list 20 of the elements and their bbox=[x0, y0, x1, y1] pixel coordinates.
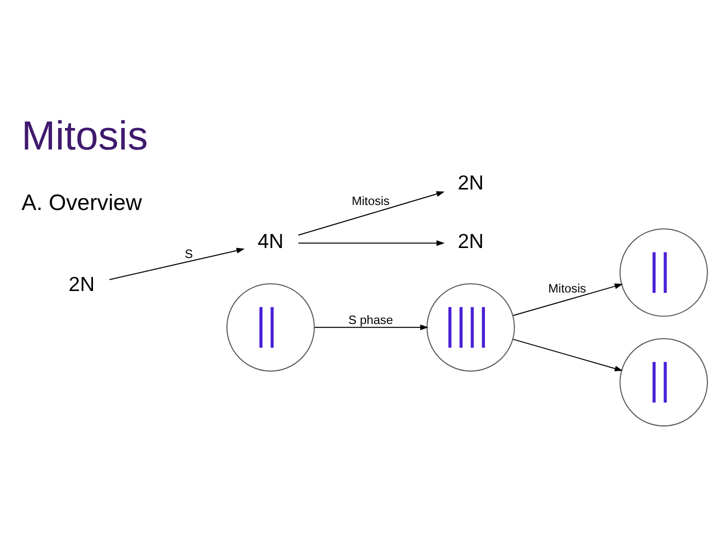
arrow bbox=[513, 338, 623, 371]
node-text: 2N bbox=[458, 230, 484, 253]
edge-label: S bbox=[184, 246, 193, 260]
node-circle bbox=[426, 282, 515, 372]
diagram-title: Mitosis bbox=[22, 112, 148, 158]
arrow bbox=[513, 283, 623, 316]
node-text: 2N bbox=[68, 273, 95, 296]
node-circle bbox=[620, 338, 708, 426]
edge-label: Mitosis bbox=[352, 194, 390, 208]
node-circle bbox=[226, 282, 315, 372]
arrow bbox=[298, 190, 445, 236]
arrow bbox=[298, 240, 445, 246]
node-circle bbox=[620, 228, 708, 316]
edge-label: S phase bbox=[348, 312, 393, 326]
edge-label: Mitosis bbox=[548, 280, 586, 295]
arrow bbox=[109, 247, 245, 280]
node-text: 4N bbox=[258, 230, 284, 253]
label: A. Overview bbox=[21, 190, 142, 215]
node-text: 2N bbox=[458, 172, 484, 194]
arrow bbox=[314, 324, 428, 330]
